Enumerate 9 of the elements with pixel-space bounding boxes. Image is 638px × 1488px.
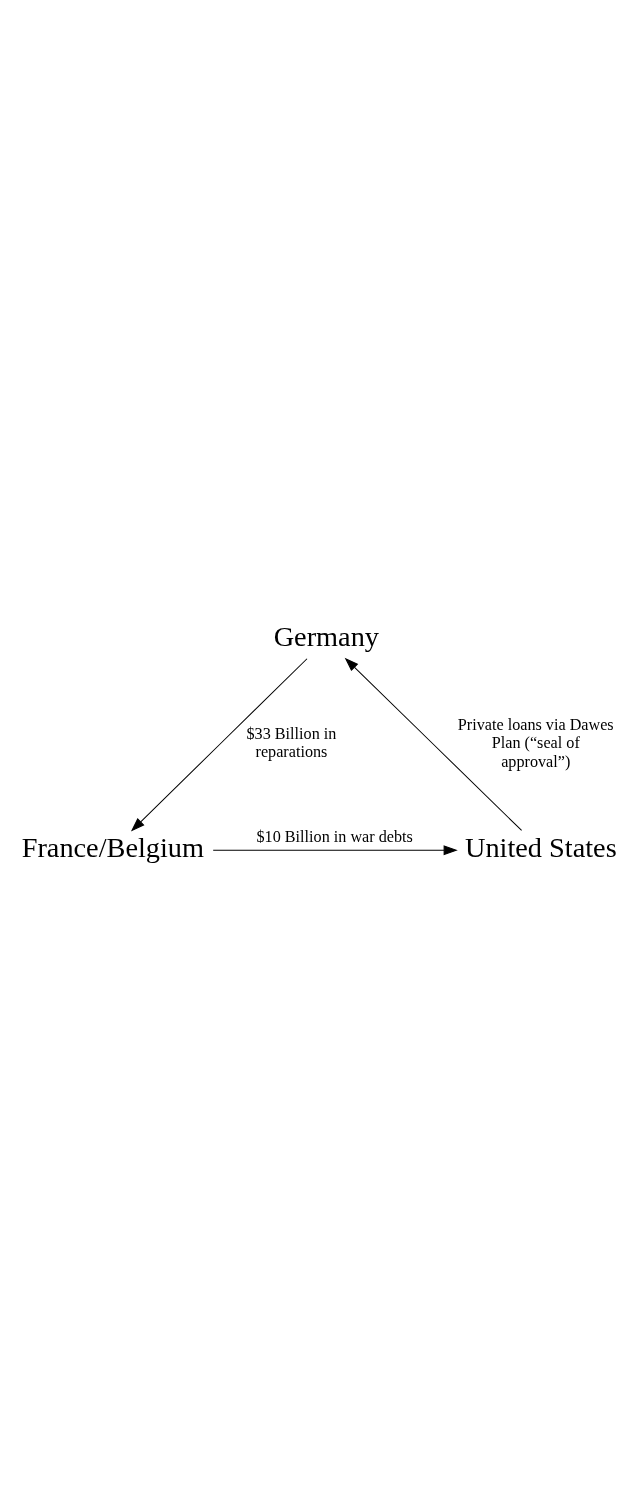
node-text: Germany — [273, 620, 380, 652]
edge-label: $33 Billion in reparations — [246, 724, 337, 760]
edge-label: Private loans via Dawes Plan (“seal of approval”) — [457, 715, 614, 770]
node-text: France/Belgium — [21, 831, 205, 863]
edge-label: $10 Billion in war debts — [256, 827, 413, 845]
arrow — [130, 657, 308, 832]
arrow — [212, 844, 458, 855]
node-text: United States — [464, 831, 617, 863]
arrow — [344, 657, 523, 831]
